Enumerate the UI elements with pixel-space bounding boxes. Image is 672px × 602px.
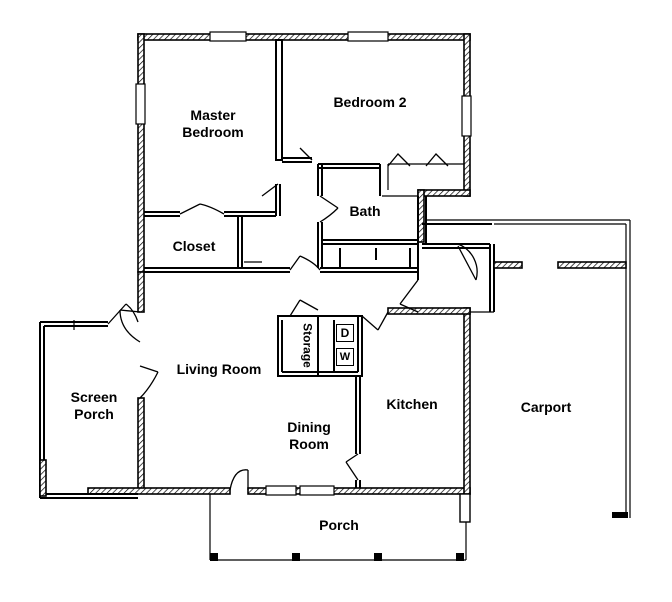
screen-porch-structure	[39, 303, 139, 499]
room-label-screen-porch: Screen Porch	[70, 389, 118, 422]
room-label-storage: Storage	[300, 323, 315, 368]
room-label-porch: Porch	[319, 517, 359, 533]
carport-structure	[426, 219, 631, 518]
room-label-dining-room: Dining Room	[287, 419, 331, 452]
room-label-kitchen: Kitchen	[386, 396, 438, 412]
room-label-closet: Closet	[172, 238, 216, 254]
room-label-master-bedroom: Master Bedroom	[182, 107, 244, 140]
interior-walls	[144, 39, 495, 488]
room-label-living-room: Living Room	[176, 361, 262, 377]
washer-label: W	[336, 348, 354, 366]
room-label-bedroom-2: Bedroom 2	[333, 94, 407, 110]
room-label-carport: Carport	[520, 399, 572, 415]
doors	[119, 147, 478, 491]
room-label-bath: Bath	[349, 203, 381, 219]
dryer-label: D	[336, 324, 354, 342]
porch-structure	[209, 493, 471, 561]
exterior-walls	[87, 31, 472, 496]
